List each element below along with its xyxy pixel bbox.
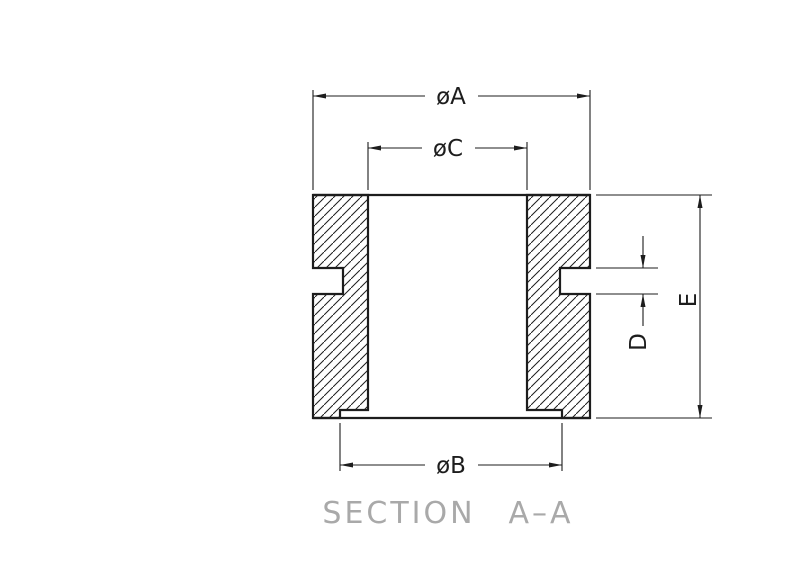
section-title-word: SECTION: [322, 496, 475, 531]
dimension-b: øB: [339, 423, 563, 479]
dimension-d: D: [596, 236, 658, 351]
dim-c-label-mask: [422, 134, 475, 161]
dim-a-label: øA: [436, 84, 466, 110]
right-wall-section: [525, 193, 592, 420]
dimension-a: øA: [312, 82, 591, 190]
dim-d-label: D: [626, 333, 652, 351]
left-wall-section: [311, 193, 370, 420]
dim-b-label-mask: [425, 451, 478, 478]
section-title-id: A–A: [508, 496, 573, 531]
dim-c-label: øC: [433, 136, 463, 162]
dim-e-label: E: [676, 293, 702, 308]
section-title: SECTION A–A: [322, 496, 573, 531]
dimension-c: øC: [367, 134, 528, 190]
dim-a-label-mask: [425, 82, 478, 109]
part-cross-section: [311, 193, 592, 420]
dimension-e: E: [596, 194, 712, 419]
dim-b-label: øB: [436, 453, 466, 479]
